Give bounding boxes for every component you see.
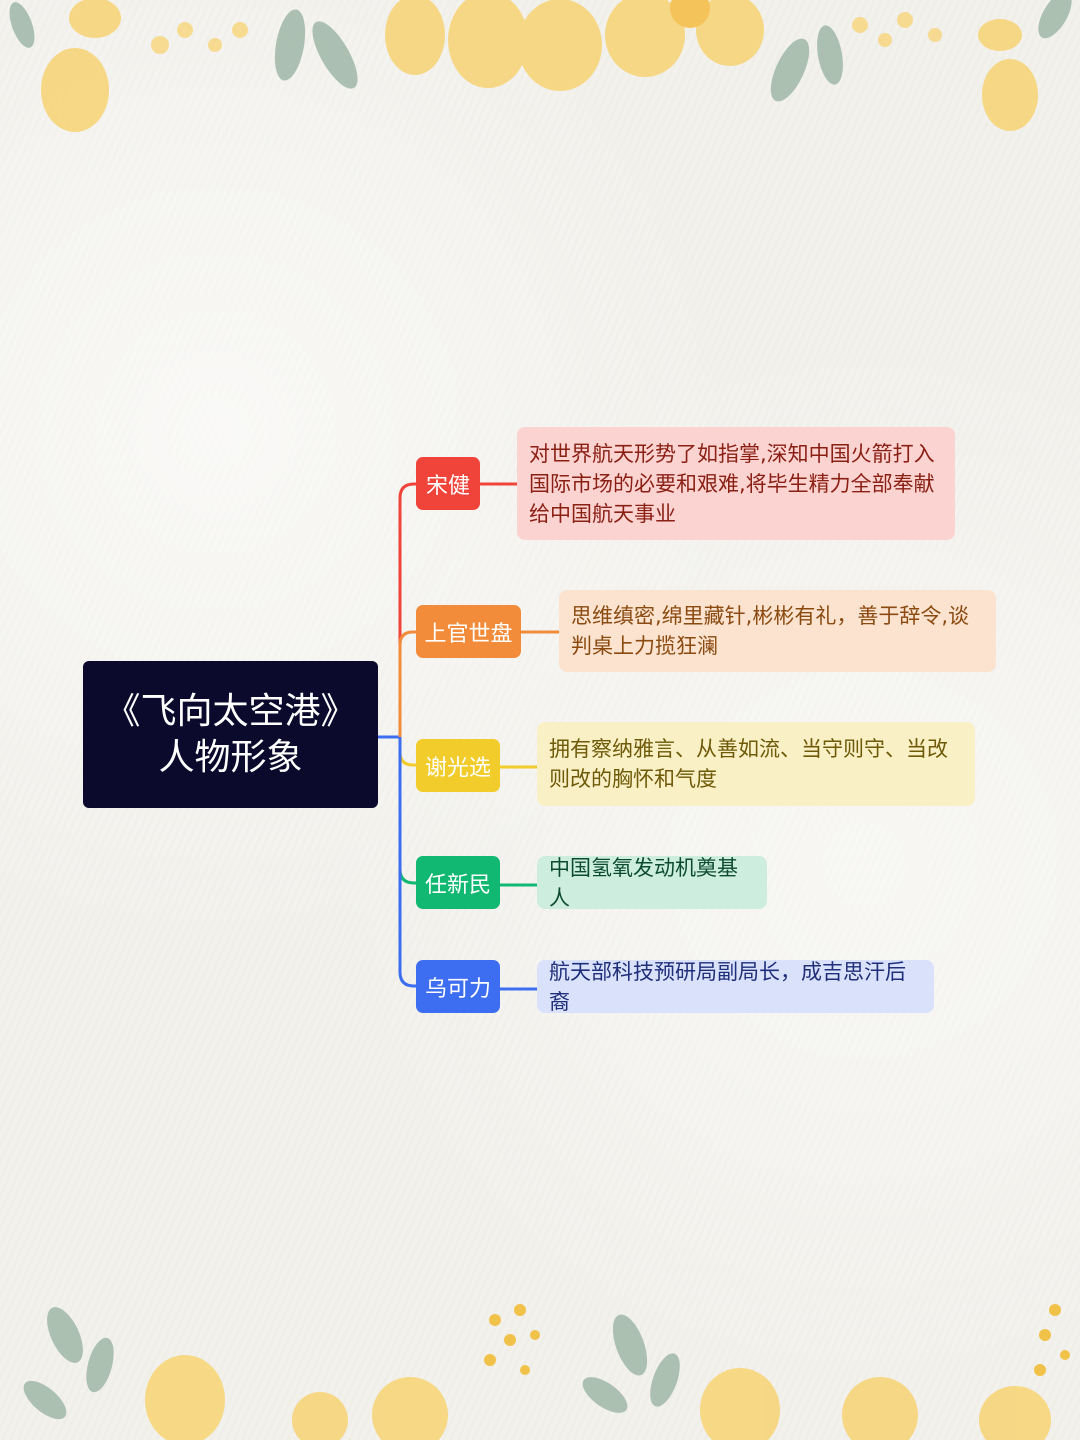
- branch-connector-shangguan: [398, 630, 417, 737]
- character-node-xieguangxuan: 谢光选: [416, 739, 500, 792]
- branch-connector-songjian: [398, 482, 417, 737]
- root-title-line1: 《飞向太空港》: [104, 690, 357, 732]
- character-node-shangguanshipan: 上官世盘: [416, 605, 521, 658]
- character-node-renxinmin: 任新民: [416, 856, 500, 909]
- top-floral-decoration: [9, 0, 1072, 132]
- character-node-wukeli: 乌可力: [416, 960, 500, 1013]
- character-description-xieguangxuan: 拥有察纳雅言、从善如流、当守则守、当改则改的胸怀和气度: [537, 722, 975, 806]
- branch-connector-xieguangxuan: [398, 737, 417, 767]
- character-description-wukeli: 航天部科技预研局副局长，成吉思汗后裔: [537, 960, 934, 1014]
- root-topic: 《飞向太空港》 人物形象: [83, 661, 378, 808]
- branch-connector-wukeli: [398, 737, 417, 988]
- bottom-floral-decoration: [23, 1304, 1070, 1440]
- character-description-shangguanshipan: 思维缜密,绵里藏针,彬彬有礼，善于辞令,谈判桌上力揽狂澜: [559, 590, 996, 672]
- character-node-songjian: 宋健: [416, 457, 480, 510]
- character-description-songjian: 对世界航天形势了如指掌,深知中国火箭打入国际市场的必要和艰难,将毕生精力全部奉献…: [517, 427, 955, 540]
- character-description-renxinmin: 中国氢氧发动机奠基人: [537, 856, 767, 910]
- root-title-line2: 人物形象: [158, 736, 303, 778]
